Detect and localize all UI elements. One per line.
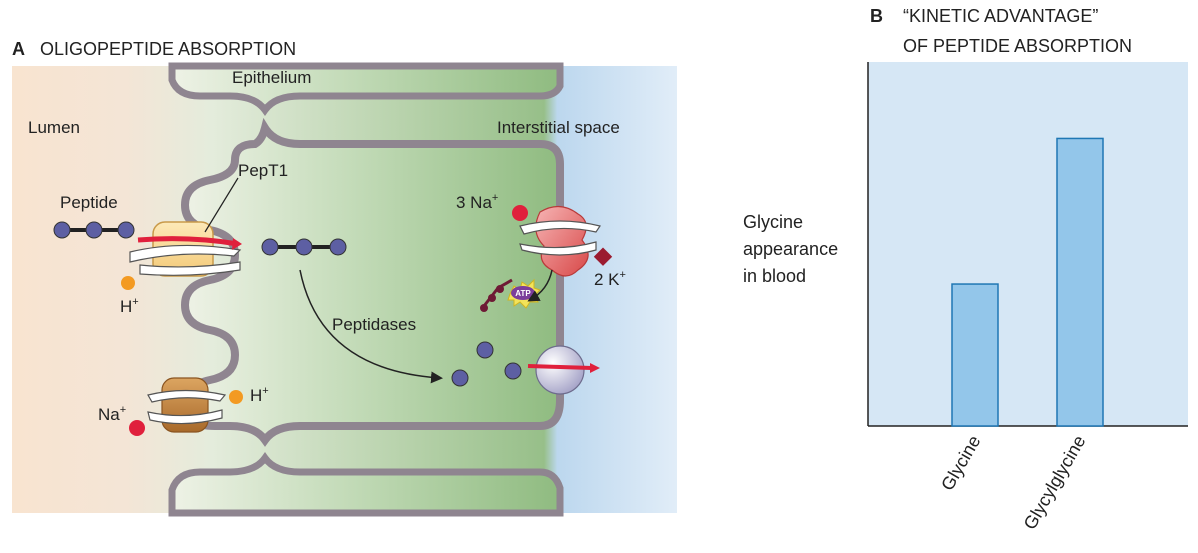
panel-b-title-line2: OF PEPTIDE ABSORPTION xyxy=(903,36,1132,56)
bar-glycylglycine xyxy=(1056,137,1104,427)
basolateral-amino-acid-transporter xyxy=(527,345,600,395)
h-plus-label: H+ xyxy=(120,296,139,316)
proton-ion-2 xyxy=(229,390,243,404)
svg-text:A OLIGOPEPTIDE ABSORPTIO: A OLIGOPEPTIDE ABSORPTION xyxy=(12,39,296,59)
pept1-label: PepT1 xyxy=(238,161,288,180)
atp-molecule: ATP xyxy=(480,278,541,312)
lower-cell xyxy=(168,451,564,517)
pept1-leader-line xyxy=(204,177,239,233)
panel-a-letter: A xyxy=(12,39,25,59)
peptidases-label: Peptidases xyxy=(332,315,416,334)
sodium-ion-2 xyxy=(129,420,145,436)
interstitial-space-label: Interstitial space xyxy=(497,118,620,137)
panel-b-letter: B xyxy=(870,6,883,26)
y-axis-label-line2: appearance xyxy=(743,239,838,259)
lumen-label: Lumen xyxy=(28,118,80,137)
peptide-label: Peptide xyxy=(60,193,118,212)
panel-b-title-line1: “KINETIC ADVANTAGE” xyxy=(903,6,1098,26)
three-na-label: 3 Na+ xyxy=(456,192,498,212)
panel-a-title: OLIGOPEPTIDE ABSORPTION xyxy=(40,39,296,59)
lumen-peptide xyxy=(53,221,135,239)
na-plus-label: Na+ xyxy=(98,404,126,424)
proton-ion xyxy=(121,276,135,290)
two-k-label: 2 K+ xyxy=(594,269,626,289)
amino-acid xyxy=(451,369,469,387)
pept1-transporter xyxy=(129,221,242,277)
amino-acid xyxy=(476,341,494,359)
x-tick-label-glycine: Glycine xyxy=(937,432,984,494)
potassium-ion xyxy=(593,247,613,266)
epithelial-cell xyxy=(180,117,564,447)
amino-acid xyxy=(504,362,522,380)
h-plus-label-2: H+ xyxy=(250,385,269,405)
panel-a: A OLIGOPEPTIDE ABSORPTION Epithelium Lum… xyxy=(12,39,677,517)
upper-cell xyxy=(168,62,564,117)
bar-chart: Glycine Glycylglycine xyxy=(867,62,1188,533)
peptidases-arrow xyxy=(299,269,443,384)
plot-area xyxy=(868,62,1188,426)
na-h-exchanger xyxy=(147,377,227,433)
x-tick-label-glycylglycine: Glycylglycine xyxy=(1020,432,1090,533)
atp-hydrolysis-arrow xyxy=(527,269,553,302)
panel-b: B “KINETIC ADVANTAGE” OF PEPTIDE ABSORPT… xyxy=(743,6,1188,533)
atp-label: ATP xyxy=(515,289,531,298)
na-k-atpase xyxy=(519,205,601,277)
y-axis-label-line3: in blood xyxy=(743,266,806,286)
cytosol-peptide xyxy=(261,238,347,256)
bar-glycine xyxy=(951,283,999,427)
epithelium-label: Epithelium xyxy=(232,68,311,87)
y-axis-label-line1: Glycine xyxy=(743,212,803,232)
sodium-ion xyxy=(512,205,528,221)
